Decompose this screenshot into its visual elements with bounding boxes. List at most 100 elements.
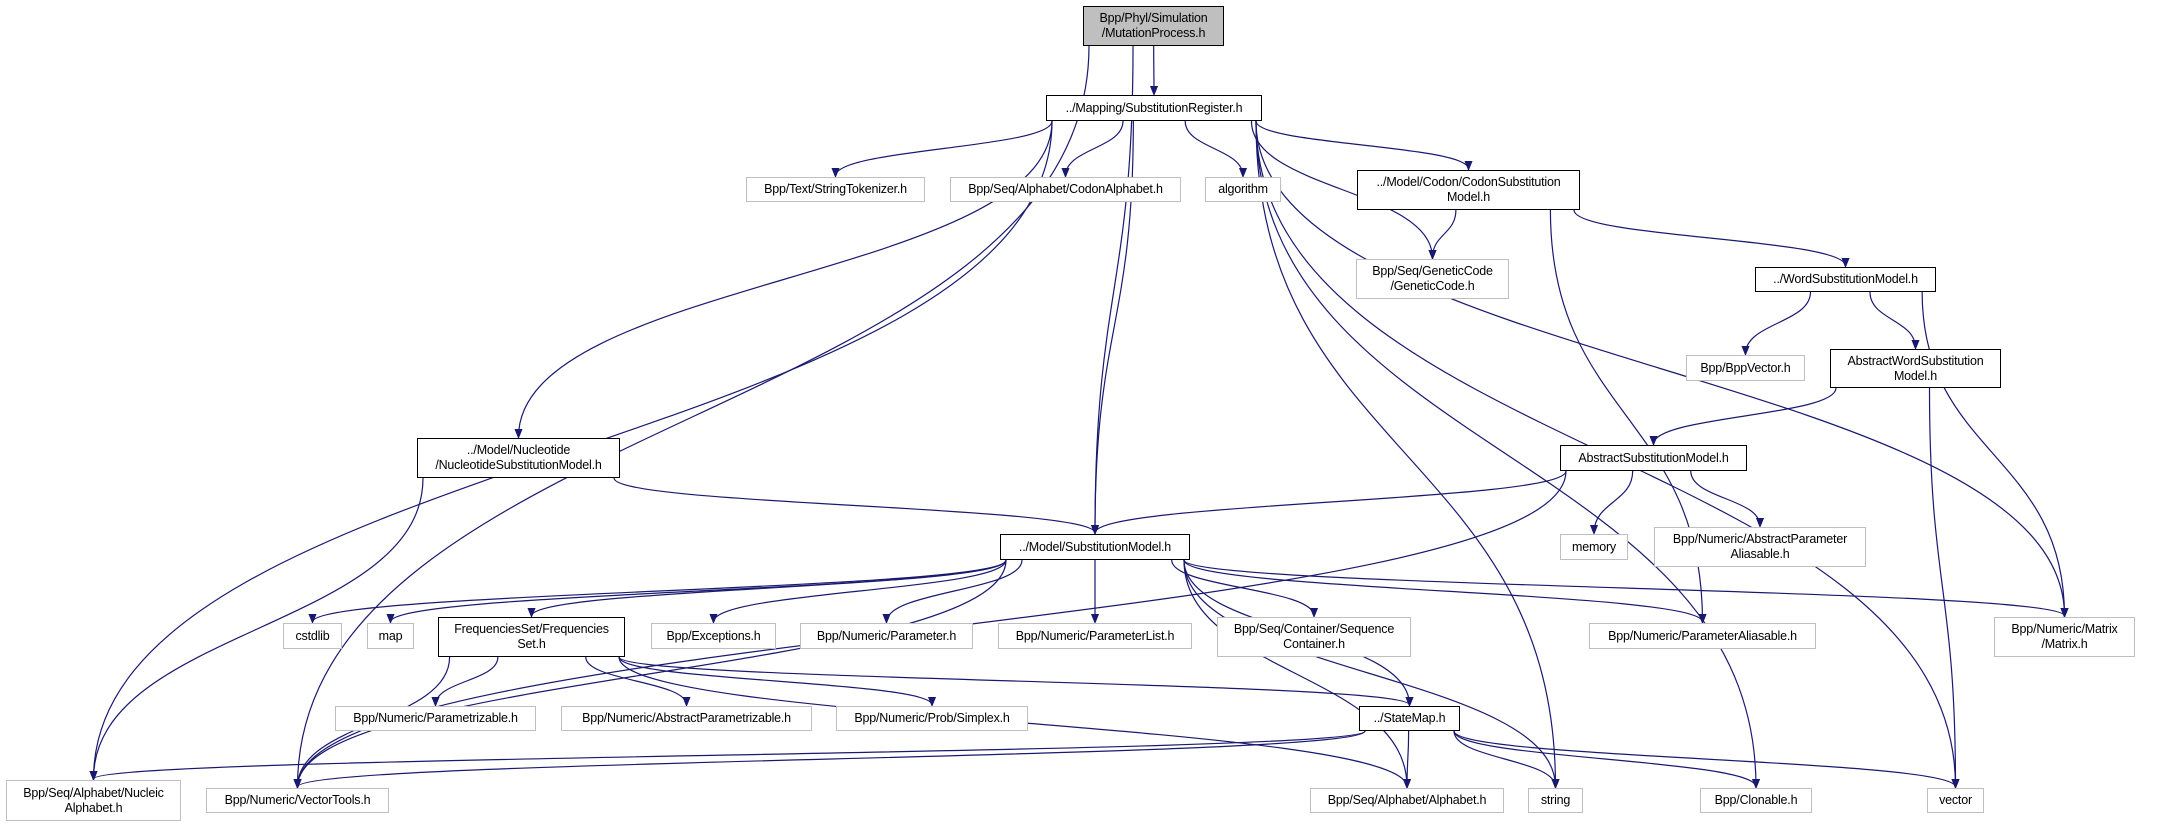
edge-sr-to-cl [1255, 120, 1756, 787]
node-mapping-substitutionregister-h[interactable]: ../Mapping/SubstitutionRegister.h [1046, 95, 1262, 121]
node-label-line: Bpp/Seq/Alphabet/Nucleic [23, 785, 164, 800]
node-label-line: map [378, 628, 403, 643]
node-label-line: Bpp/Seq/Container/Sequence [1233, 622, 1395, 636]
edge-wsm-to-bv [1746, 291, 1812, 354]
node-bpp-numeric-prob-simplex-h[interactable]: Bpp/Numeric/Prob/Simplex.h [836, 706, 1028, 731]
node-bpp-numeric-matrix-matrix-h[interactable]: Bpp/Numeric/Matrix/Matrix.h [1994, 617, 2135, 657]
node-label-line: ../Mapping/SubstitutionRegister.h [1065, 100, 1243, 115]
edge-sr-to-str [1255, 120, 1556, 787]
node-memory[interactable]: memory [1560, 534, 1628, 560]
node-map[interactable]: map [367, 623, 414, 649]
node-abstractsubstitutionmodel-h[interactable]: AbstractSubstitutionModel.h [1560, 445, 1747, 471]
edge-awsm-to-vec [1928, 387, 1956, 787]
node-bpp-seq-alphabet-alphabet-h[interactable]: Bpp/Seq/Alphabet/Alphabet.h [1310, 788, 1504, 813]
edge-sr-to-gc [1250, 120, 1432, 258]
node-label-line: Bpp/Numeric/AbstractParametrizable.h [582, 711, 791, 725]
node-label-line: Alphabet.h [64, 800, 123, 815]
edge-sm-to-pa [1183, 559, 1703, 622]
node-label-line: /GeneticCode.h [1390, 279, 1475, 293]
node-bpp-numeric-abstractparametrizable-h[interactable]: Bpp/Numeric/AbstractParametrizable.h [561, 706, 812, 731]
edge-sm-to-sc [1171, 559, 1314, 616]
edge-sr-to-mat [1255, 120, 2065, 616]
node-label-line: Bpp/Phyl/Simulation [1099, 11, 1208, 25]
node-label-line: algorithm [1218, 182, 1268, 196]
node-label-line: Bpp/Clonable.h [1714, 793, 1798, 807]
node-bpp-clonable-h[interactable]: Bpp/Clonable.h [1700, 788, 1812, 813]
edge-sm-to-map [391, 559, 1007, 622]
node-label-line: string [1540, 793, 1571, 807]
node-label-line: Model.h [1893, 368, 1938, 383]
edge-stm-to-vt [298, 730, 1366, 787]
node-label-line: Set.h [517, 637, 546, 651]
node-label-line: Aliasable.h [1730, 547, 1790, 561]
node-label-line: /MutationProcess.h [1101, 26, 1206, 40]
node-statemap-h[interactable]: ../StateMap.h [1359, 706, 1460, 731]
node-label-line: Bpp/Exceptions.h [666, 628, 761, 643]
edge-sr-to-alg [1184, 120, 1243, 176]
node-bpp-phyl-simulation-mutationprocess-h[interactable]: Bpp/Phyl/Simulation/MutationProcess.h [1083, 6, 1224, 46]
edge-stm-to-na [94, 730, 1366, 779]
node-bpp-numeric-parameterlist-h[interactable]: Bpp/Numeric/ParameterList.h [998, 623, 1192, 649]
edge-sm-to-vt [298, 559, 1007, 787]
edge-nsm-to-sm [613, 477, 1095, 533]
node-wordsubstitutionmodel-h[interactable]: ../WordSubstitutionModel.h [1755, 267, 1936, 292]
node-label-line: Bpp/Numeric/ParameterList.h [1015, 628, 1175, 643]
node-label-line: Bpp/Numeric/ParameterAliasable.h [1608, 628, 1797, 643]
node-label-line: Bpp/Seq/Alphabet/Alphabet.h [1327, 793, 1487, 807]
node-label-line: /NucleotideSubstitutionModel.h [435, 458, 602, 472]
node-model-substitutionmodel-h[interactable]: ../Model/SubstitutionModel.h [1000, 534, 1190, 560]
node-label-line: Model.h [1446, 190, 1491, 204]
edge-wsm-to-mat [1921, 291, 2064, 616]
edge-stm-to-str [1453, 730, 1556, 787]
edge-fs-to-apz [585, 656, 687, 705]
edge-sm-to-alp [1183, 559, 1407, 787]
node-label-line: Bpp/Seq/GeneticCode [1372, 264, 1493, 278]
node-bpp-bppvector-h[interactable]: Bpp/BppVector.h [1686, 355, 1805, 381]
node-bpp-numeric-vectortools-h[interactable]: Bpp/Numeric/VectorTools.h [206, 788, 389, 813]
node-bpp-numeric-parameteraliasable-h[interactable]: Bpp/Numeric/ParameterAliasable.h [1589, 623, 1816, 649]
edge-wsm-to-awsm [1869, 291, 1916, 348]
node-bpp-numeric-parameter-h[interactable]: Bpp/Numeric/Parameter.h [800, 623, 973, 649]
node-label-line: ../WordSubstitutionModel.h [1773, 272, 1918, 286]
edge-sm-to-exc [714, 559, 1007, 622]
edge-fs-to-sx [618, 656, 932, 705]
node-label-line: Bpp/Seq/Alphabet/CodonAlphabet.h [968, 182, 1163, 196]
node-bpp-seq-alphabet-codonalphabet-h[interactable]: Bpp/Seq/Alphabet/CodonAlphabet.h [950, 177, 1181, 202]
edge-awsm-to-asm [1654, 387, 1837, 444]
edge-sm-to-cstd [313, 559, 1007, 622]
node-model-nucleotide-nucleotidesubstitutionmodel-h[interactable]: ../Model/Nucleotide/NucleotideSubstituti… [417, 438, 620, 478]
edge-sr-to-csm [1255, 120, 1469, 169]
node-label-line: /Matrix.h [2041, 637, 2088, 651]
node-algorithm[interactable]: algorithm [1205, 177, 1281, 202]
edge-fs-to-stm [618, 656, 1410, 705]
node-string[interactable]: string [1528, 788, 1583, 813]
node-label-line: Bpp/Numeric/AbstractParameter [1672, 532, 1848, 546]
node-label-line: ../Model/Codon/CodonSubstitution [1376, 175, 1561, 189]
node-label-line: Bpp/Numeric/Prob/Simplex.h [854, 711, 1010, 725]
edge-asm-to-mem [1594, 470, 1634, 533]
edge-fs-to-pz [436, 656, 499, 705]
node-bpp-numeric-parametrizable-h[interactable]: Bpp/Numeric/Parametrizable.h [335, 706, 536, 731]
edge-stm-to-vec [1453, 730, 1956, 787]
edge-asm-to-sm [1095, 470, 1567, 533]
node-bpp-exceptions-h[interactable]: Bpp/Exceptions.h [651, 623, 776, 649]
node-label-line: FrequenciesSet/Frequencies [454, 622, 609, 636]
node-label-line: Bpp/Numeric/Parametrizable.h [353, 711, 518, 725]
edge-nsm-to-na [94, 477, 424, 779]
node-vector[interactable]: vector [1927, 788, 1984, 813]
edge-sm-to-mat [1183, 559, 2065, 616]
node-bpp-seq-geneticcode-geneticcode-h[interactable]: Bpp/Seq/GeneticCode/GeneticCode.h [1356, 259, 1509, 299]
node-bpp-text-stringtokenizer-h[interactable]: Bpp/Text/StringTokenizer.h [746, 177, 925, 202]
node-cstdlib[interactable]: cstdlib [283, 623, 342, 649]
node-label-line: memory [1572, 539, 1616, 554]
node-label-line: Bpp/BppVector.h [1700, 360, 1791, 375]
node-label-line: Bpp/Numeric/Matrix [2011, 622, 2118, 636]
